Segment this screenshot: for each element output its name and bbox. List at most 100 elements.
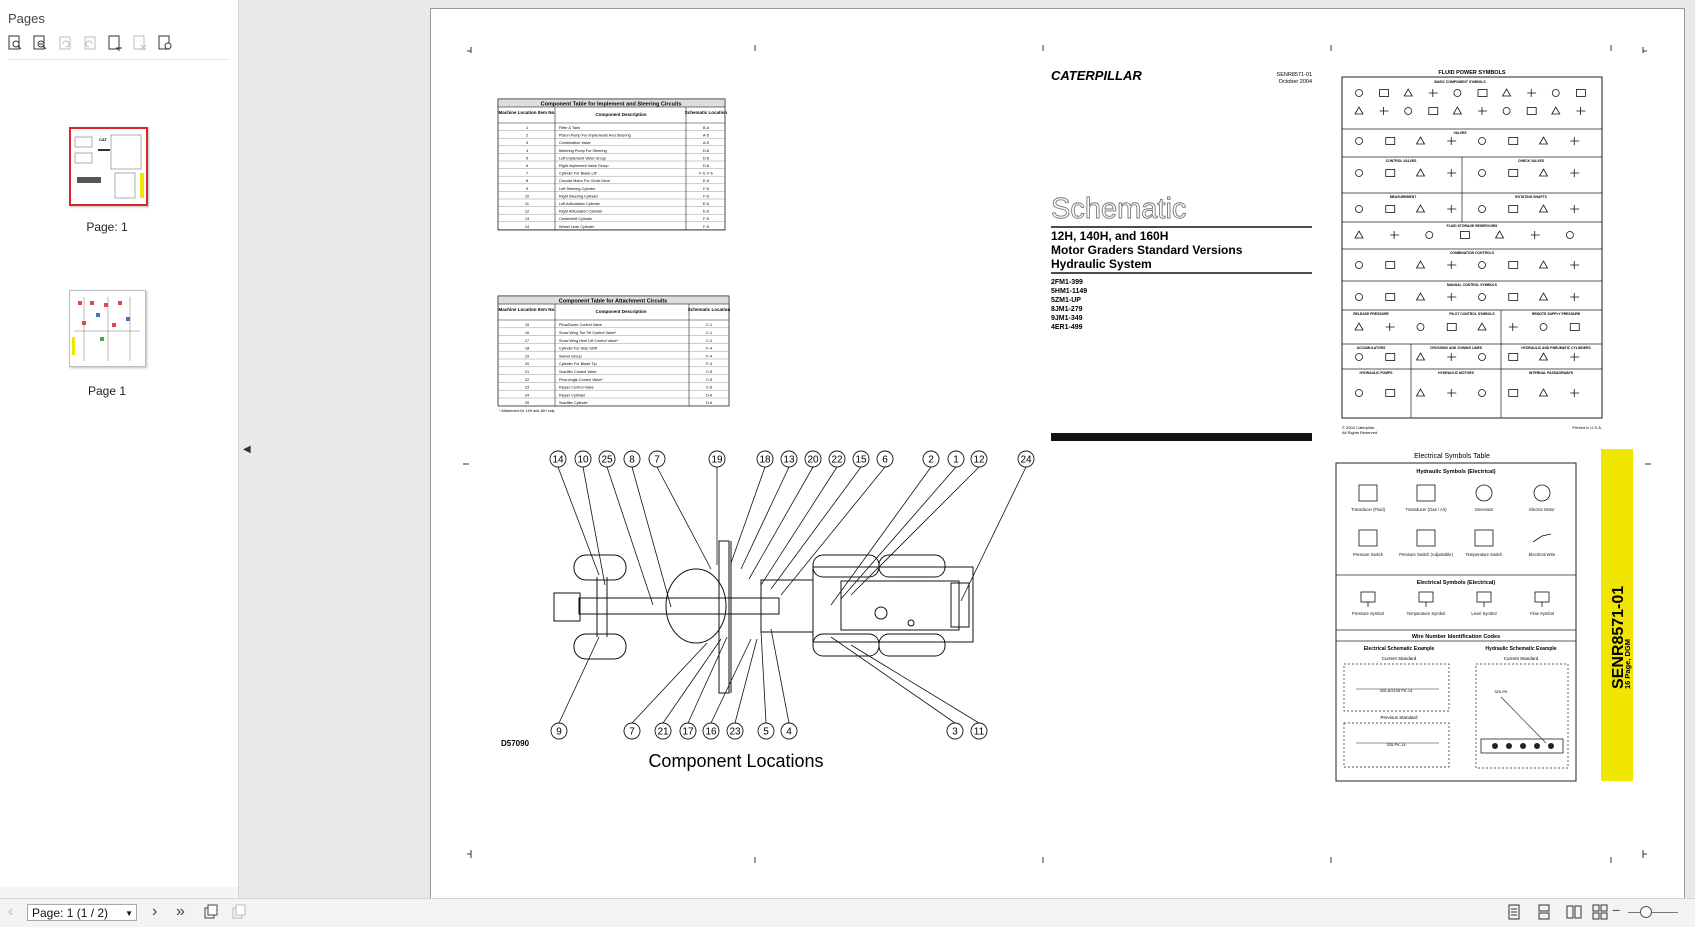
- first-page-icon[interactable]: ‹: [8, 903, 14, 920]
- single-page-view-icon[interactable]: [1506, 904, 1522, 920]
- table-row-item: 5: [526, 156, 528, 160]
- schematic-heading: Schematic: [1051, 193, 1186, 225]
- table-row-location: E-6: [703, 179, 709, 183]
- callout-circle: [756, 450, 774, 468]
- last-page-icon[interactable]: »: [176, 903, 185, 920]
- table-row-description: Left Steering Cylinder: [559, 187, 596, 191]
- toolbar-divider: [8, 59, 230, 60]
- callout-circle: [947, 450, 965, 468]
- callout-circle: [708, 450, 726, 468]
- page-zoom-out-icon[interactable]: [31, 34, 48, 51]
- fit-width-icon[interactable]: [231, 904, 247, 920]
- table2-title: Component Table for Attachment Circuits: [559, 299, 667, 305]
- hyd-elec-symbol-label: Transducer (Fluid): [1351, 507, 1386, 512]
- fluid-section-label: CONTROL VALVES: [1386, 159, 1417, 163]
- table2-header-2: Component Description: [595, 309, 646, 314]
- two-page-continuous-icon[interactable]: [1592, 904, 1608, 920]
- wire-right-title: Hydraulic Schematic Example: [1485, 646, 1556, 652]
- table-row-location: F-6: [703, 194, 709, 198]
- printed-in: Printed in U.S.A.: [1572, 425, 1602, 430]
- callout-number: 25: [601, 455, 613, 466]
- table-row-item: 24: [525, 393, 529, 397]
- table-row-location: F-4: [706, 362, 712, 366]
- table-row-description: Wheel Lean Cylinder: [559, 225, 595, 229]
- table-row-description: Metering Pump For Steering: [559, 149, 607, 153]
- next-page-icon[interactable]: ›: [152, 903, 158, 920]
- callout-circle: [726, 722, 744, 740]
- callout-number: 14: [552, 455, 564, 466]
- copyright: © 2004 Caterpillar: [1342, 425, 1375, 430]
- callout-circle: [648, 450, 666, 468]
- wire-title: Wire Number Identification Codes: [1412, 634, 1500, 640]
- fluid-section-label: MANUAL CONTROL SYMBOLS: [1447, 283, 1498, 287]
- table-row-location: F-5, F-6: [699, 172, 713, 176]
- callout-circle: [598, 450, 616, 468]
- rotate-right-icon[interactable]: [81, 34, 98, 51]
- table-row-description: Ripper Control Valve: [559, 386, 594, 390]
- callout-number: 24: [1020, 455, 1032, 466]
- table-row-location: C-5: [706, 370, 712, 374]
- insert-page-icon[interactable]: [106, 34, 123, 51]
- page-thumbnail-2[interactable]: [69, 290, 146, 367]
- serial-5: 9JM1-349: [1051, 315, 1083, 322]
- elec-symbol-label: Level Symbol: [1471, 611, 1496, 616]
- page-number-select[interactable]: Page: 1 (1 / 2) ▼: [27, 904, 137, 921]
- table-row-description: Plow Angle Control Valve*: [559, 378, 603, 382]
- table1-header-1: Machine Location Item No.: [498, 110, 555, 115]
- continuous-view-icon[interactable]: [1536, 904, 1552, 920]
- callout-circle: [970, 722, 988, 740]
- title-machine: Motor Graders Standard Versions: [1051, 243, 1243, 257]
- table-row-item: 11: [525, 202, 529, 206]
- callout-number: 10: [577, 455, 589, 466]
- callout-circle: [550, 722, 568, 740]
- callout-circle: [702, 722, 720, 740]
- title-system: Hydraulic System: [1051, 257, 1152, 271]
- table-row-location: D-6: [703, 164, 709, 168]
- callout-circle: [549, 450, 567, 468]
- serial-1: 2FM1-399: [1051, 279, 1083, 286]
- hyd-elec-symbol-label: Transducer (Gas / Air): [1405, 507, 1447, 512]
- table-row-item: 10: [525, 194, 529, 198]
- wire-code-example: 325-AG135 PK-14: [1380, 688, 1413, 693]
- table-row-item: 9: [526, 187, 528, 191]
- fit-page-icon[interactable]: [203, 904, 219, 920]
- callout-number: 21: [657, 727, 669, 738]
- callout-circle: [1017, 450, 1035, 468]
- fluid-section-label: HYDRAULIC MOTORS: [1438, 371, 1474, 375]
- rotate-left-icon[interactable]: [56, 34, 73, 51]
- page-zoom-in-icon[interactable]: [6, 34, 23, 51]
- two-page-view-icon[interactable]: [1566, 904, 1582, 920]
- table-row-description: Filter & Tank: [559, 126, 580, 130]
- table-row-description: Circular Motor For Circle Drive: [559, 179, 610, 183]
- callout-circle: [970, 450, 988, 468]
- callout-number: 8: [629, 455, 635, 466]
- callout-number: 11: [974, 727, 985, 738]
- fluid-section-label: PILOT CONTROL SYMBOLS: [1449, 312, 1495, 316]
- callout-circle: [679, 722, 697, 740]
- chevron-down-icon: ▼: [125, 909, 133, 918]
- callout-circle: [876, 450, 894, 468]
- table-row-item: 1: [526, 126, 528, 130]
- hyd-elec-symbol-label: Pressure Switch: [1353, 552, 1384, 557]
- callout-number: 6: [882, 455, 888, 466]
- pages-toolbar: [6, 34, 173, 51]
- callout-number: 5: [763, 727, 769, 738]
- table-row-description: Scarifier Control Valve: [559, 370, 597, 374]
- document-page: Component Table for Implement and Steeri…: [430, 8, 1685, 899]
- delete-page-icon[interactable]: [131, 34, 148, 51]
- wire-left-title: Electrical Schematic Example: [1364, 646, 1435, 652]
- hyd-wire-example: 325-PK: [1494, 689, 1508, 694]
- table-row-item: 4: [526, 149, 528, 153]
- page-thumbnail-1[interactable]: CAT: [69, 127, 148, 206]
- zoom-out-icon[interactable]: −: [1612, 902, 1621, 918]
- table-row-description: Ripper Cylinder: [559, 393, 586, 397]
- zoom-slider-handle[interactable]: [1640, 906, 1652, 918]
- zoom-slider[interactable]: [1628, 912, 1678, 913]
- callout-number: 12: [973, 455, 985, 466]
- pages-panel-scrollbar[interactable]: [0, 887, 238, 898]
- callout-circle: [654, 722, 672, 740]
- fluid-section-label: ROTATING SHAFTS: [1515, 195, 1547, 199]
- page-properties-icon[interactable]: [156, 34, 173, 51]
- hyd-elec-symbol-label: Pressure Switch (Adjustable): [1399, 552, 1453, 557]
- collapse-panel-icon[interactable]: ◀: [243, 444, 251, 455]
